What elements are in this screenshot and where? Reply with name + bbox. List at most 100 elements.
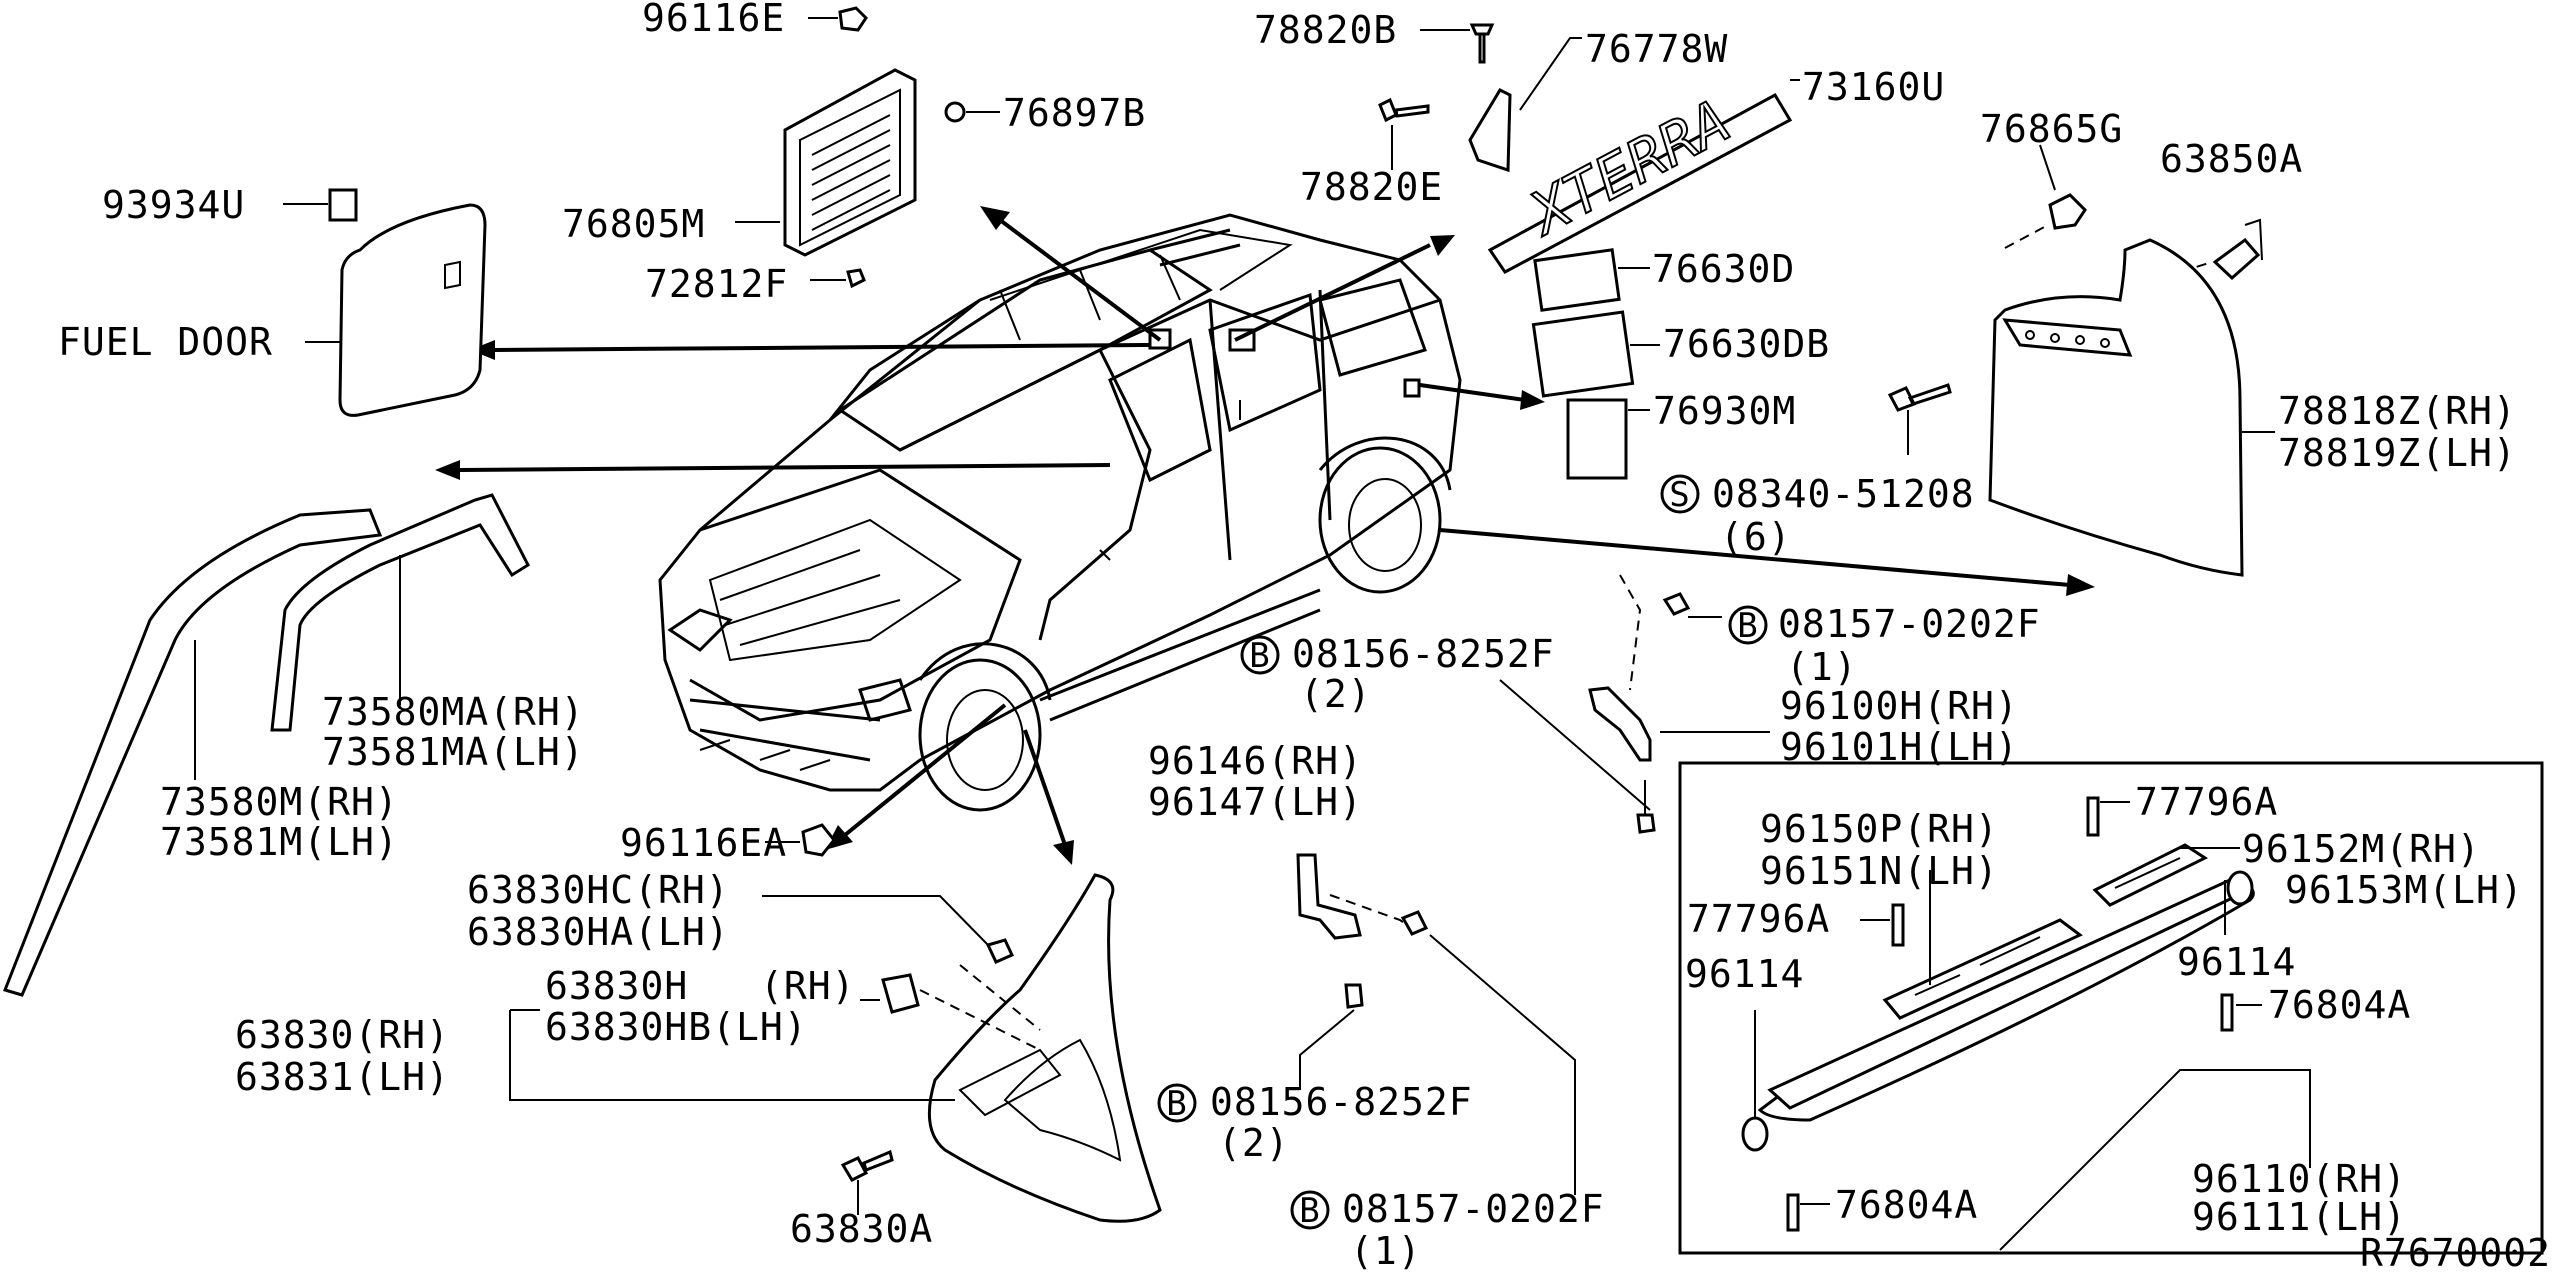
screw-77796a-top-icon	[2086, 796, 2100, 837]
label-77796a-mid: 77796A	[1687, 897, 1830, 941]
label-78820b: 78820B	[1254, 8, 1397, 52]
pointer-arrows	[435, 206, 2095, 865]
bracket-96100h	[1588, 686, 1652, 762]
screw-08340-icon	[1887, 383, 1952, 412]
ventilator-76805m	[783, 68, 917, 257]
label-77796a-top: 77796A	[2135, 780, 2278, 824]
label-73160u: 73160U	[1802, 65, 1945, 109]
label-78820e: 78820E	[1300, 165, 1443, 209]
label-76630db	[1531, 310, 1635, 398]
label-72812f: 72812F	[645, 262, 788, 306]
end-cap-96114-right	[2226, 870, 2254, 906]
label-96114-left: 96114	[1685, 952, 1804, 996]
top-left-parts	[283, 6, 1000, 417]
label-78819z: 78819Z(LH)	[2278, 431, 2517, 475]
label-63830h-rh: (RH)	[760, 964, 856, 1008]
bolt-mark-08156-a: B	[1249, 636, 1270, 676]
label-96114-right: 96114	[2177, 940, 2296, 984]
diagram-id: R7670002	[2360, 1231, 2551, 1274]
label-96153m: 96153M(LH)	[2285, 868, 2524, 912]
label-96147: 96147(LH)	[1148, 780, 1363, 824]
label-73580ma: 73580MA(RH)	[322, 690, 585, 734]
label-63830hc: 63830HC(RH)	[467, 868, 730, 912]
label-08157-a-qty: (1)	[1786, 645, 1858, 689]
label-96111: 96111(LH)	[2192, 1195, 2407, 1239]
center-bracket-parts	[1296, 853, 1576, 1195]
label-73581ma: 73581MA(LH)	[322, 730, 585, 774]
side-step-box	[1678, 761, 2544, 1255]
rear-mud-flap-assembly	[1887, 144, 2275, 577]
bolt-mark-08157-b: B	[1299, 1191, 1320, 1231]
label-63830hb: 63830HB(LH)	[545, 1005, 808, 1049]
label-08156-a-qty: (2)	[1300, 672, 1372, 716]
label-63830ha: 63830HA(LH)	[467, 910, 730, 954]
label-96100h: 96100H(RH)	[1780, 684, 2019, 728]
clip-63830hc-icon	[985, 938, 1015, 964]
label-63830: 63830(RH)	[235, 1013, 450, 1057]
label-76805m: 76805M	[562, 202, 705, 246]
label-96116e: 96116E	[642, 0, 785, 40]
screw-63830a-icon	[840, 1149, 894, 1182]
label-76897b: 76897B	[1003, 91, 1146, 135]
label-63850a: 63850A	[2160, 137, 2303, 181]
label-08157-b: 08157-0202F	[1342, 1187, 1605, 1231]
circled-symbols: B B S B B	[1157, 474, 1768, 1231]
side-step-assembly	[1499, 574, 2544, 1255]
clip-96116ea-icon	[801, 823, 836, 857]
label-63830a: 63830A	[790, 1207, 933, 1251]
mud-flap-63830	[927, 873, 1162, 1223]
bolt-mark-08156-b: B	[1166, 1084, 1187, 1124]
vehicle-illustration	[658, 213, 1462, 812]
bolt-08157-a-icon	[1662, 592, 1691, 616]
nut-76897b-icon	[944, 101, 966, 123]
label-93934u: 93934U	[102, 183, 245, 227]
clip-76865g-icon	[2048, 193, 2087, 230]
label-76804a-right: 76804A	[2268, 983, 2411, 1027]
label-96151n: 96151N(LH)	[1760, 849, 1999, 893]
bracket-76778w	[1468, 88, 1512, 173]
label-63830h: 63830H	[545, 964, 688, 1008]
bolt-96146-icon	[1400, 910, 1429, 936]
bolt-08156-a-icon	[1636, 813, 1656, 834]
label-76778w: 76778W	[1585, 27, 1728, 71]
clip-63850a-icon	[2212, 237, 2261, 281]
step-pad-96152m	[2092, 843, 2209, 907]
label-76630d	[1533, 248, 1621, 312]
screw-78820b-icon	[1469, 23, 1495, 64]
clip-96116e-icon	[838, 6, 868, 32]
screw-78820e-icon	[1378, 97, 1430, 123]
label-73580m: 73580M(RH)	[160, 780, 399, 824]
label-08156-a: 08156-8252F	[1292, 632, 1555, 676]
label-76930m: 76930M	[1653, 389, 1796, 433]
clip-63830h-icon	[881, 973, 920, 1014]
label-96146: 96146(RH)	[1148, 739, 1363, 783]
bolt-08156-b-icon	[1344, 983, 1364, 1009]
emblem-73160u	[1487, 92, 1793, 274]
label-78818z: 78818Z(RH)	[2278, 389, 2517, 433]
label-63831: 63831(LH)	[235, 1055, 450, 1099]
label-76804a-bottom: 76804A	[1835, 1183, 1978, 1227]
label-08340: 08340-51208	[1712, 472, 1975, 516]
label-08156-b: 08156-8252F	[1210, 1080, 1473, 1124]
label-76630d: 76630D	[1652, 247, 1795, 291]
bracket-96146	[1296, 853, 1362, 940]
label-96116ea: 96116EA	[620, 821, 787, 865]
label-96110: 96110(RH)	[2192, 1157, 2407, 1201]
mud-flap-78818z	[1988, 238, 2244, 577]
molding-73580ma	[270, 493, 530, 732]
fuel-door-panel	[338, 203, 487, 417]
screw-76804a-bottom-icon	[1786, 1193, 1800, 1232]
label-08156-b-qty: (2)	[1218, 1121, 1290, 1165]
label-96152m: 96152M(RH)	[2242, 827, 2481, 871]
end-cap-96114-left	[1741, 1116, 1769, 1152]
screw-mark-08340: S	[1669, 475, 1690, 515]
label-08157-b-qty: (1)	[1350, 1229, 1422, 1273]
screw-76804a-right-icon	[2220, 993, 2234, 1032]
step-pad-96150p	[1882, 918, 2083, 1020]
clip-72812f-icon	[846, 268, 866, 289]
callout-labels: 96116E 78820B 76778W 73160U 76897B 76865…	[58, 0, 2551, 1274]
label-08157-a: 08157-0202F	[1778, 602, 2041, 646]
label-76930m	[1566, 398, 1628, 480]
label-76630db: 76630DB	[1663, 322, 1830, 366]
